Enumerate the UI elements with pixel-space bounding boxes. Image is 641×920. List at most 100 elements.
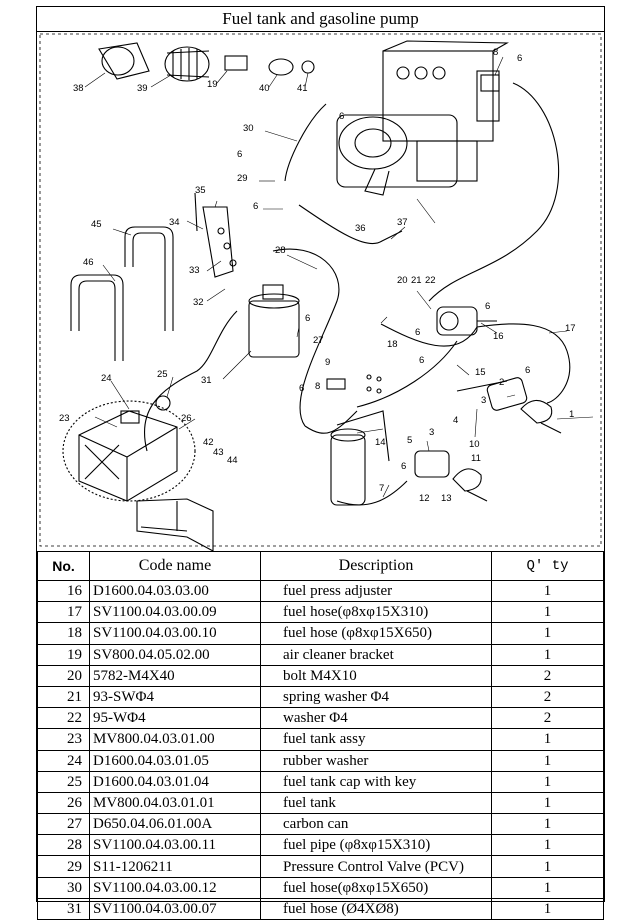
- callout-41: 41: [297, 83, 308, 94]
- cell-code: SV1100.04.03.00.12: [89, 876, 261, 899]
- callout-3b: 3: [429, 427, 434, 438]
- hose-link: [304, 410, 358, 434]
- callout-12: 12: [419, 493, 430, 504]
- fuel-tank: [62, 395, 196, 502]
- cell-description: air cleaner bracket: [260, 643, 492, 666]
- cell-no: 26: [37, 791, 90, 815]
- cell-qty: 2: [491, 707, 604, 730]
- callout-33: 33: [189, 265, 200, 276]
- callout-8-top: 8: [493, 47, 498, 58]
- cell-no: 19: [37, 643, 90, 666]
- cell-qty: 1: [491, 579, 604, 603]
- cell-description: spring washer Φ4: [260, 685, 492, 709]
- callout-6-e: 6: [485, 301, 490, 312]
- table-header-row: No. Code name Description Q' ty: [37, 551, 604, 581]
- cell-description: Pressure Control Valve (PCV): [260, 855, 492, 878]
- cell-qty: 1: [491, 791, 604, 815]
- cell-qty: 2: [491, 685, 604, 709]
- bracket-assembly: [194, 192, 237, 278]
- callout-9: 9: [325, 357, 330, 368]
- callout-28: 28: [275, 245, 286, 256]
- callout-4: 4: [453, 415, 458, 426]
- cell-description: fuel hose (φ8xφ15X650): [260, 622, 492, 645]
- cell-qty: 1: [491, 813, 604, 836]
- cell-no: 22: [37, 707, 90, 730]
- clamp-11: [452, 468, 488, 502]
- cell-code: S11-1206211: [89, 855, 261, 878]
- callout-10: 10: [469, 439, 480, 450]
- callout-6-d: 6: [253, 201, 258, 212]
- cell-code: SV1100.04.03.00.11: [89, 834, 261, 857]
- cell-no: 27: [37, 813, 90, 836]
- cell-no: 18: [37, 622, 90, 645]
- callout-38: 38: [73, 83, 84, 94]
- callout-8: 8: [315, 381, 320, 392]
- callout-45: 45: [91, 219, 102, 230]
- pipe-28: [272, 248, 340, 427]
- header-description: Description: [260, 551, 492, 581]
- hose-31: [143, 310, 238, 452]
- cell-no: 16: [37, 579, 90, 603]
- hose-30: [284, 103, 327, 182]
- clamp-1: [520, 399, 562, 434]
- cell-description: fuel hose(φ8xφ15X650): [260, 876, 492, 899]
- cell-description: fuel tank cap with key: [260, 770, 492, 793]
- callout-6-g: 6: [415, 327, 420, 338]
- cell-no: 30: [37, 876, 90, 899]
- tank-straps: [70, 226, 174, 361]
- hose-15: [356, 340, 458, 408]
- cell-code: SV800.04.05.02.00: [89, 643, 261, 666]
- cell-qty: 1: [491, 897, 604, 920]
- cell-code: 5782-M4X40: [89, 664, 261, 687]
- callout-5: 5: [407, 435, 412, 446]
- pipe-36: [298, 204, 403, 245]
- cell-qty: 1: [491, 643, 604, 666]
- callout-15: 15: [475, 367, 486, 378]
- callout-1: 1: [569, 409, 574, 420]
- cell-description: fuel press adjuster: [260, 579, 492, 603]
- callout-14: 14: [375, 437, 386, 448]
- callout-20: 20: [397, 275, 408, 286]
- cell-no: 31: [37, 897, 90, 920]
- cell-description: carbon can: [260, 813, 492, 836]
- cell-no: 17: [37, 601, 90, 624]
- callout-3: 3: [481, 395, 486, 406]
- callout-6-j: 6: [299, 383, 304, 394]
- callout-6-k: 6: [401, 461, 406, 472]
- cell-qty: 1: [491, 601, 604, 624]
- callout-39: 39: [137, 83, 148, 94]
- cell-no: 25: [37, 770, 90, 793]
- callout-6-b: 6: [339, 111, 344, 122]
- cell-code: SV1100.04.03.00.10: [89, 622, 261, 645]
- cell-no: 28: [37, 834, 90, 857]
- cell-code: D1600.04.03.03.00: [89, 579, 261, 603]
- hose-top-right: [428, 82, 560, 302]
- illustration-border: [39, 33, 602, 547]
- callout-23: 23: [59, 413, 70, 424]
- callout-13: 13: [441, 493, 452, 504]
- callout-6-h: 6: [419, 355, 424, 366]
- cell-no: 23: [37, 728, 90, 751]
- cell-description: bolt M4X10: [260, 664, 492, 687]
- callout-6-c: 6: [237, 149, 242, 160]
- cell-qty: 1: [491, 622, 604, 645]
- cell-qty: 1: [491, 876, 604, 899]
- callout-24: 24: [101, 373, 112, 384]
- cell-qty: 1: [491, 855, 604, 878]
- callout-44: 44: [227, 455, 238, 466]
- cell-code: 93-SWΦ4: [89, 685, 261, 709]
- cell-qty: 1: [491, 749, 604, 772]
- callout-26: 26: [181, 413, 192, 424]
- callout-40: 40: [259, 83, 270, 94]
- callout-6-f: 6: [305, 313, 310, 324]
- header-qty: Q' ty: [491, 551, 604, 581]
- callout-22: 22: [425, 275, 436, 286]
- callout-35: 35: [195, 185, 206, 196]
